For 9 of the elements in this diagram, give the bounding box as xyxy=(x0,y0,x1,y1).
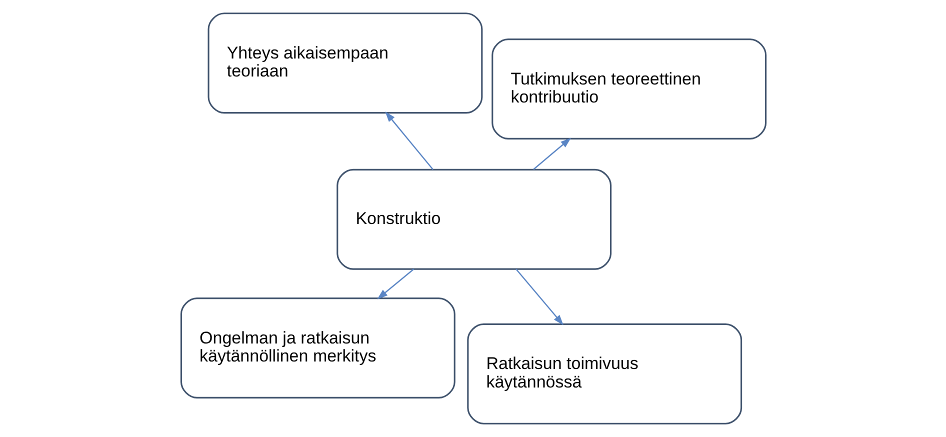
arrow xyxy=(384,112,433,170)
node-box: Tutkimuksen teoreettinen kontribuutio xyxy=(491,38,766,140)
node-box: Ongelman ja ratkaisun käytännöllinen merkitys xyxy=(180,298,455,398)
arrow xyxy=(515,268,563,326)
arrow xyxy=(376,268,414,300)
node-box: Konstruktio xyxy=(336,168,612,270)
node-box: Ratkaisun toimivuus käytännössä xyxy=(466,323,742,424)
node-box: Yhteys aikaisempaan teoriaan xyxy=(207,12,482,114)
arrow xyxy=(532,138,571,170)
